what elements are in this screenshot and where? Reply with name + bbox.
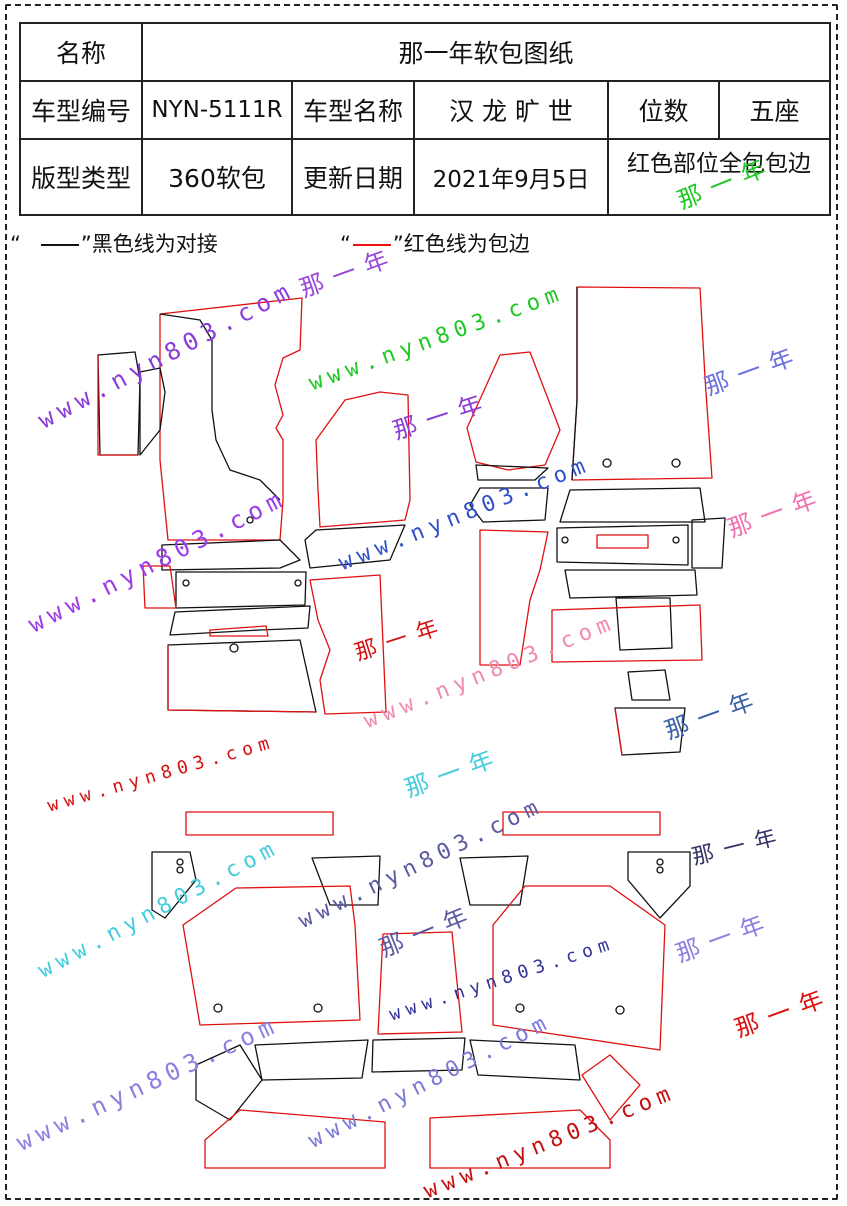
pattern-hole	[671, 458, 681, 468]
legend-black-close-quote: ”	[80, 232, 92, 256]
update-date-value: 2021年9月5日	[413, 138, 609, 216]
pattern-piece	[175, 571, 307, 609]
front-left-piece-group	[97, 297, 411, 715]
pattern-piece	[469, 487, 549, 523]
legend-red: “ ”红色线为包边	[340, 228, 530, 258]
pattern-piece	[691, 517, 726, 569]
pattern-piece	[161, 539, 301, 571]
pattern-hole	[313, 1003, 323, 1013]
pattern-piece	[377, 931, 463, 1035]
pattern-hole	[176, 866, 184, 874]
page-border	[5, 4, 838, 1200]
pattern-piece	[581, 1054, 641, 1121]
legend-black: “ ”黑色线为对接	[10, 228, 218, 258]
pattern-piece	[614, 707, 686, 756]
pattern-piece	[309, 574, 387, 715]
pattern-piece	[185, 811, 334, 836]
legend-red-open-quote: “	[340, 232, 351, 256]
pattern-piece	[627, 851, 691, 919]
seats-value: 五座	[717, 80, 832, 140]
pattern-piece	[596, 534, 649, 549]
pattern-piece	[564, 569, 698, 599]
pattern-piece	[254, 1039, 369, 1081]
pattern-type-value: 360软包	[141, 138, 293, 216]
pattern-piece	[304, 524, 406, 569]
pattern-piece	[139, 367, 166, 456]
pattern-piece	[311, 855, 381, 906]
pattern-piece	[556, 524, 689, 566]
model-code-value: NYN-5111R	[141, 80, 293, 140]
pattern-piece	[615, 597, 673, 651]
pattern-piece	[459, 855, 529, 906]
pattern-piece	[479, 529, 549, 666]
pattern-piece	[475, 464, 549, 481]
pattern-piece	[167, 639, 317, 713]
legend-red-close-quote: ”	[392, 232, 404, 256]
model-name-label: 车型名称	[291, 80, 415, 140]
pattern-piece	[204, 1109, 386, 1169]
pattern-hole	[672, 536, 680, 544]
model-name-value: 汉 龙 旷 世	[413, 80, 609, 140]
pattern-piece	[429, 1109, 611, 1169]
pattern-hole	[294, 579, 302, 587]
pattern-hole	[515, 1003, 525, 1013]
pattern-piece	[167, 645, 317, 713]
pattern-piece	[559, 487, 706, 523]
pattern-piece	[627, 669, 671, 701]
pattern-piece	[571, 287, 578, 481]
pattern-piece	[371, 1037, 466, 1073]
black-line-swatch	[40, 244, 79, 246]
pattern-hole	[656, 866, 664, 874]
pattern-hole	[229, 643, 239, 653]
red-edge-note: 红色部位全包包边	[606, 138, 832, 216]
pattern-piece	[159, 297, 303, 541]
pattern-piece	[195, 1044, 263, 1121]
pattern-piece	[209, 625, 269, 637]
pattern-piece	[502, 811, 661, 836]
pattern-piece	[614, 707, 623, 756]
name-value: 那一年软包图纸	[140, 22, 832, 82]
pattern-piece	[492, 885, 666, 1051]
pattern-hole	[176, 858, 184, 866]
pattern-hole	[656, 858, 664, 866]
rear-piece-group	[151, 811, 691, 1169]
pattern-hole	[182, 579, 190, 587]
pattern-piece	[97, 355, 138, 456]
model-code-label: 车型编号	[19, 80, 143, 140]
red-line-swatch	[352, 244, 391, 246]
pattern-hole	[615, 1005, 625, 1015]
pattern-piece	[551, 604, 703, 663]
seats-label: 位数	[607, 80, 720, 140]
pattern-hole	[561, 536, 569, 544]
pattern-piece	[315, 391, 411, 528]
front-right-piece-group	[466, 286, 726, 756]
pattern-piece	[469, 1039, 581, 1081]
legend-red-text: 红色线为包边	[403, 232, 530, 256]
pattern-piece	[97, 351, 141, 456]
legend-black-open-quote: “	[10, 232, 21, 256]
update-date-label: 更新日期	[291, 138, 415, 216]
pattern-piece	[142, 565, 177, 609]
pattern-piece	[182, 885, 361, 1026]
info-table: 名称 那一年软包图纸 车型编号 NYN-5111R 车型名称 汉 龙 旷 世 位…	[19, 22, 832, 216]
pattern-piece	[571, 286, 713, 481]
legend-black-text: 黑色线为对接	[91, 232, 218, 256]
pattern-hole	[213, 1003, 223, 1013]
pattern-hole	[602, 458, 612, 468]
pattern-type-label: 版型类型	[19, 138, 143, 216]
pattern-piece	[466, 351, 561, 471]
pattern-piece	[151, 851, 197, 919]
pattern-piece	[159, 313, 281, 501]
name-label: 名称	[19, 22, 143, 82]
pattern-hole	[246, 516, 254, 524]
pattern-piece	[169, 605, 311, 636]
